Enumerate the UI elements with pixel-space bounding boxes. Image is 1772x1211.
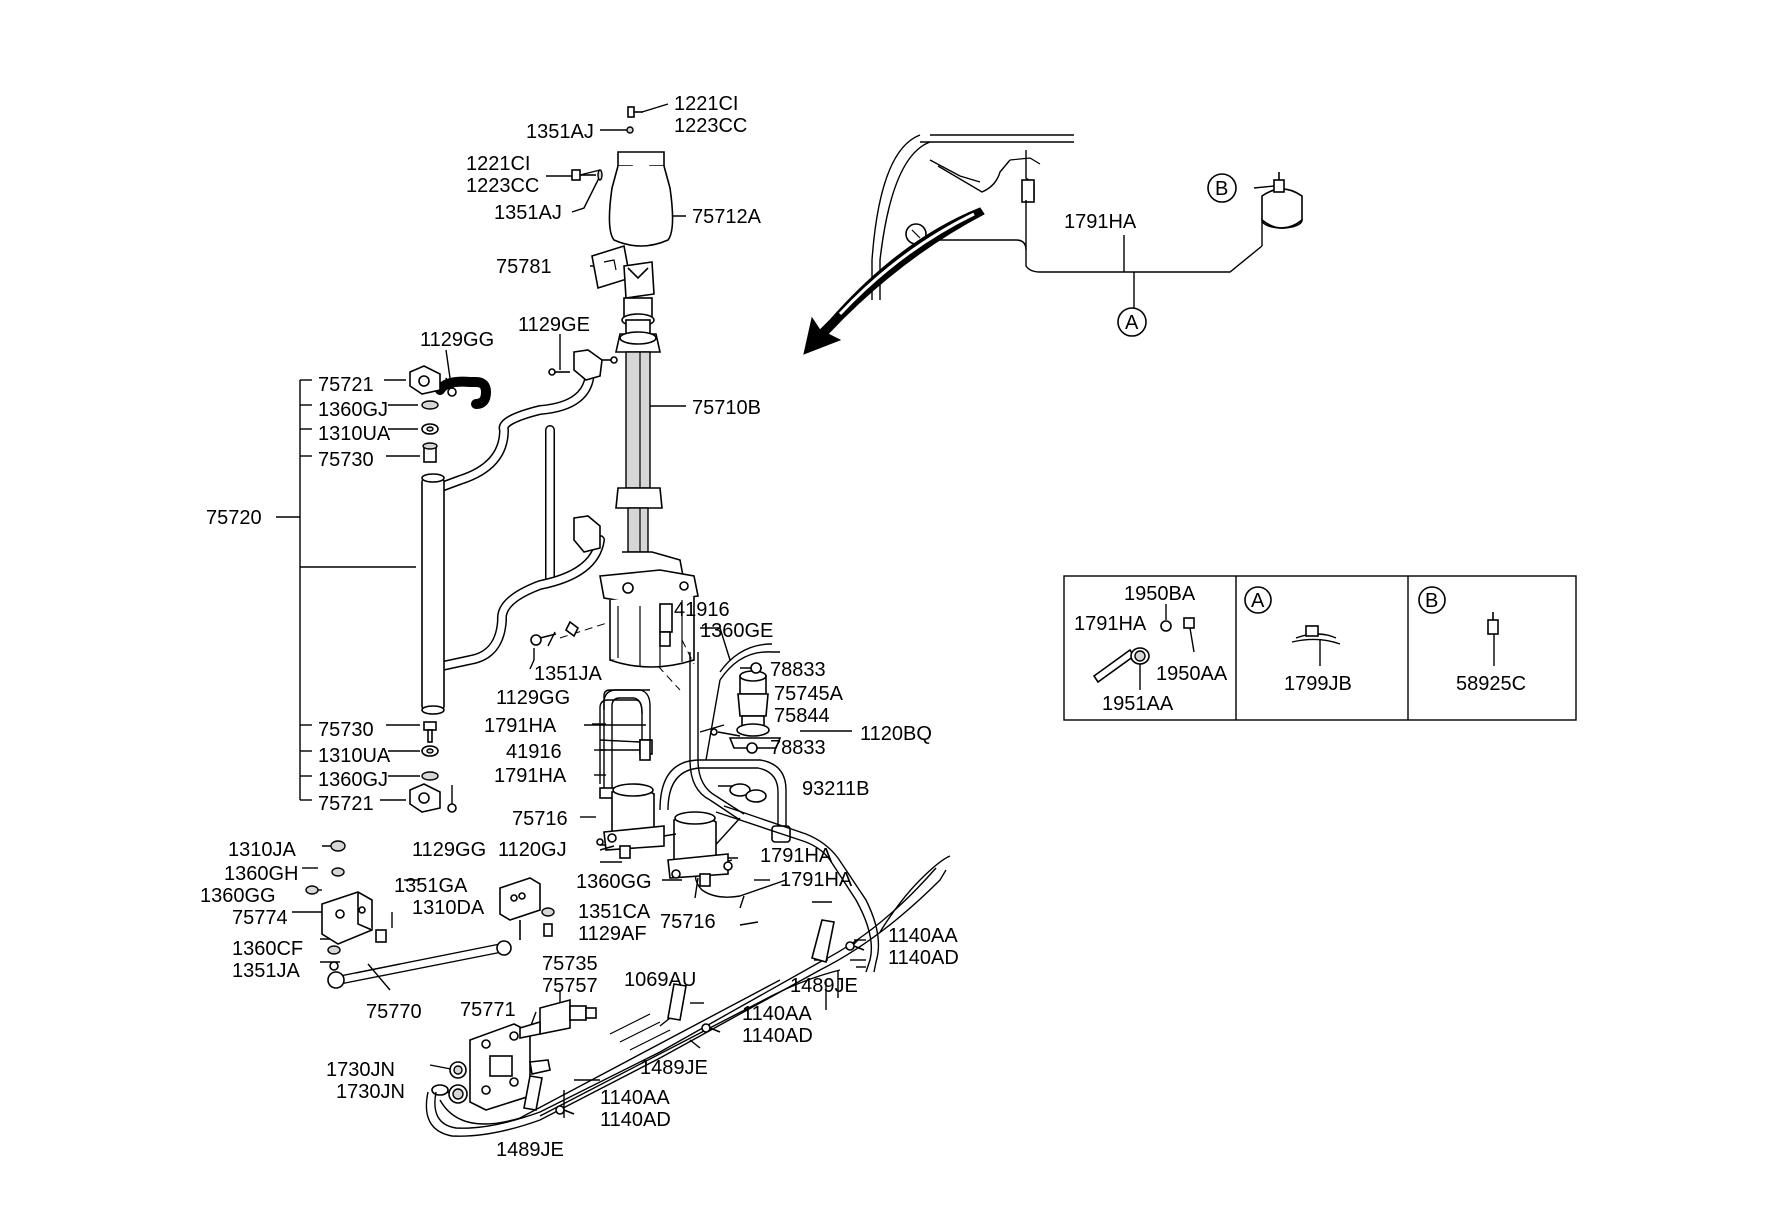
label-1140ad-c: 1140AD — [600, 1109, 671, 1131]
label-41916-top: 41916 — [674, 599, 730, 621]
label-75730-top: 75730 — [318, 449, 374, 471]
detail-panel-2: A 1799JB — [1244, 586, 1352, 695]
label-1221ci-top: 1221CI — [674, 93, 739, 115]
label-1489je-b: 1489JE — [640, 1057, 708, 1079]
label-1129ge: 1129GE — [518, 314, 590, 336]
label-1310da: 1310DA — [412, 897, 485, 919]
label-75720: 75720 — [206, 507, 262, 529]
detail-box: 1950BA 1791HA 1950AA 1951AA A 1799JB B 5… — [1063, 575, 1577, 721]
label-1351ga: 1351GA — [394, 875, 468, 897]
label-78833-top: 78833 — [770, 659, 826, 681]
label-1129gg-mid: 1129GG — [496, 687, 570, 709]
label-1791ha-d: 1791HA — [780, 869, 853, 891]
label-41916-mid: 41916 — [506, 741, 562, 763]
label-1223cc-mid: 1223CC — [466, 175, 539, 197]
label-75781: 75781 — [496, 256, 552, 278]
detail-panel-1: 1950BA 1791HA 1950AA 1951AA — [1074, 583, 1228, 715]
label-1310ja: 1310JA — [228, 839, 296, 861]
label-75721-top: 75721 — [318, 374, 374, 396]
label-75710b: 75710B — [692, 397, 761, 419]
label-1360gh: 1360GH — [224, 863, 299, 885]
label-75735: 75735 — [542, 953, 598, 975]
detail-label-1791ha: 1791HA — [1074, 613, 1147, 635]
label-1489je-c: 1489JE — [496, 1139, 564, 1161]
detail-marker-b: B — [1425, 590, 1438, 612]
label-1223cc-top: 1223CC — [674, 115, 747, 137]
label-1140aa-a: 1140AA — [888, 925, 958, 947]
label-1120gj: 1120GJ — [498, 839, 567, 861]
detail-label-1951aa: 1951AA — [1102, 693, 1174, 715]
label-78833-mid: 78833 — [770, 737, 826, 759]
label-1140aa-b: 1140AA — [742, 1003, 812, 1025]
label-75716-b: 75716 — [660, 911, 716, 933]
detail-label-1950ba: 1950BA — [1124, 583, 1196, 605]
label-75721-bot: 75721 — [318, 793, 374, 815]
label-1360gj-bot: 1360GJ — [318, 769, 388, 791]
label-1221ci-mid: 1221CI — [466, 153, 531, 175]
label-1360gg-left: 1360GG — [200, 885, 276, 907]
label-1310ua-top: 1310UA — [318, 423, 391, 445]
label-1791ha-b: 1791HA — [494, 765, 567, 787]
label-1351ja-mid: 1351JA — [534, 663, 602, 685]
label-1129af: 1129AF — [578, 923, 647, 945]
label-1489je-a: 1489JE — [790, 975, 858, 997]
label-93211b: 93211B — [802, 778, 869, 800]
label-1791ha-vehicle: 1791HA — [1064, 211, 1137, 233]
label-75757: 75757 — [542, 975, 598, 997]
label-1351aj-mid: 1351AJ — [494, 202, 562, 224]
label-75844: 75844 — [774, 705, 830, 727]
label-1351ja-bot: 1351JA — [232, 960, 300, 982]
label-1120bq: 1120BQ — [860, 723, 932, 745]
label-1360gg-mid: 1360GG — [576, 871, 652, 893]
label-75771: 75771 — [460, 999, 516, 1021]
detail-panel-3: B 58925C — [1418, 586, 1526, 695]
label-75745a: 75745A — [774, 683, 844, 705]
detail-label-1950aa: 1950AA — [1156, 663, 1228, 685]
label-75774: 75774 — [232, 907, 288, 929]
label-1140ad-a: 1140AD — [888, 947, 959, 969]
label-1140ad-b: 1140AD — [742, 1025, 813, 1047]
label-1360gj-top: 1360GJ — [318, 399, 388, 421]
label-75716-a: 75716 — [512, 808, 568, 830]
callout-b-marker: B — [1215, 178, 1228, 200]
callout-a-marker: A — [1125, 312, 1139, 334]
label-1360ge: 1360GE — [700, 620, 773, 642]
detail-label-1799jb: 1799JB — [1284, 673, 1352, 695]
label-75712a: 75712A — [692, 206, 762, 228]
label-1069au: 1069AU — [624, 969, 696, 991]
label-1140aa-c: 1140AA — [600, 1087, 670, 1109]
label-75770: 75770 — [366, 1001, 422, 1023]
detail-marker-a: A — [1251, 590, 1265, 612]
part-labels: 1221CI 1223CC 1351AJ 1221CI 1223CC 1351A… — [200, 93, 1228, 1161]
label-1730jn-a: 1730JN — [326, 1059, 395, 1081]
label-1360cf: 1360CF — [232, 938, 303, 960]
label-75730-bot: 75730 — [318, 719, 374, 741]
label-1791ha-c: 1791HA — [760, 845, 833, 867]
label-1129gg-top: 1129GG — [420, 329, 494, 351]
detail-label-58925c: 58925C — [1456, 673, 1526, 695]
label-1791ha-a: 1791HA — [484, 715, 557, 737]
label-1129gg-bot: 1129GG — [412, 839, 486, 861]
label-1730jn-b: 1730JN — [336, 1081, 405, 1103]
label-1351ca: 1351CA — [578, 901, 651, 923]
parts-drawing — [305, 106, 1303, 1137]
label-1310ua-bot: 1310UA — [318, 745, 391, 767]
label-1351aj-top: 1351AJ — [526, 121, 594, 143]
